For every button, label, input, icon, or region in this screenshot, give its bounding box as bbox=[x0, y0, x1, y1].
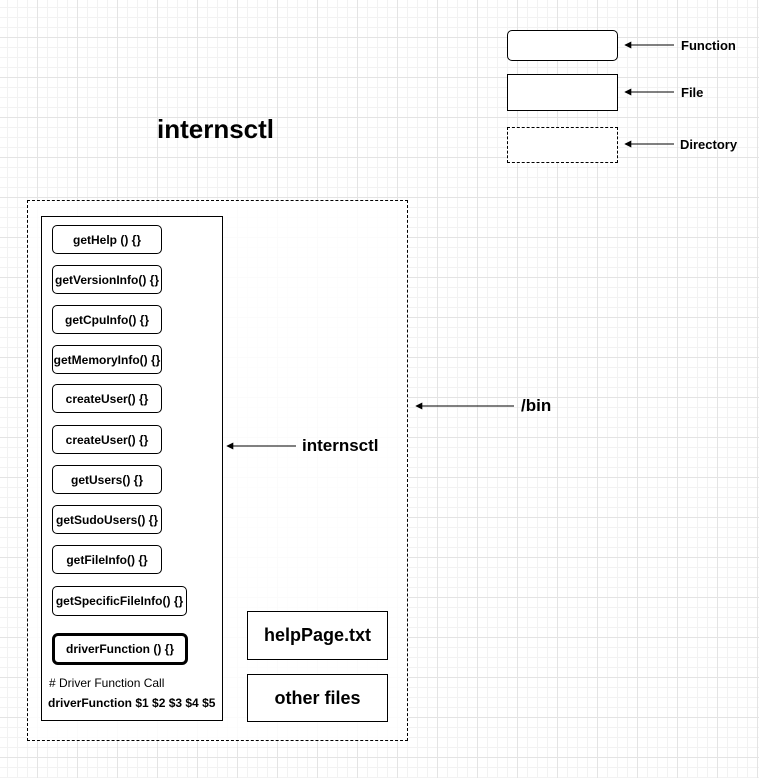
function-create-user-2: createUser() {} bbox=[52, 425, 162, 454]
legend-function-label: Function bbox=[681, 38, 736, 53]
function-get-users: getUsers() {} bbox=[52, 465, 162, 494]
function-get-cpu-info: getCpuInfo() {} bbox=[52, 305, 162, 334]
function-get-help: getHelp () {} bbox=[52, 225, 162, 254]
function-get-file-info: getFileInfo() {} bbox=[52, 545, 162, 574]
legend-file-label: File bbox=[681, 85, 704, 100]
driver-call: driverFunction $1 $2 $3 $4 $5 bbox=[48, 696, 216, 710]
function-get-sudo-users: getSudoUsers() {} bbox=[52, 505, 162, 534]
legend-function-shape bbox=[507, 30, 618, 61]
function-get-memory-info: getMemoryInfo() {} bbox=[52, 345, 162, 374]
legend-directory-label: Directory bbox=[680, 137, 738, 152]
function-get-version-info: getVersionInfo() {} bbox=[52, 265, 162, 294]
function-driver: driverFunction () {} bbox=[52, 633, 188, 665]
driver-comment: # Driver Function Call bbox=[49, 676, 165, 690]
other-files-file: other files bbox=[247, 674, 388, 722]
internsctl-label: internsctl bbox=[302, 436, 379, 455]
legend-file-shape bbox=[507, 74, 618, 111]
help-page-file: helpPage.txt bbox=[247, 611, 388, 660]
legend-directory-shape bbox=[507, 127, 618, 163]
bin-label: /bin bbox=[521, 396, 552, 415]
function-create-user: createUser() {} bbox=[52, 384, 162, 413]
diagram-title: internsctl bbox=[157, 114, 275, 144]
function-get-specific-file-info: getSpecificFileInfo() {} bbox=[52, 586, 187, 616]
